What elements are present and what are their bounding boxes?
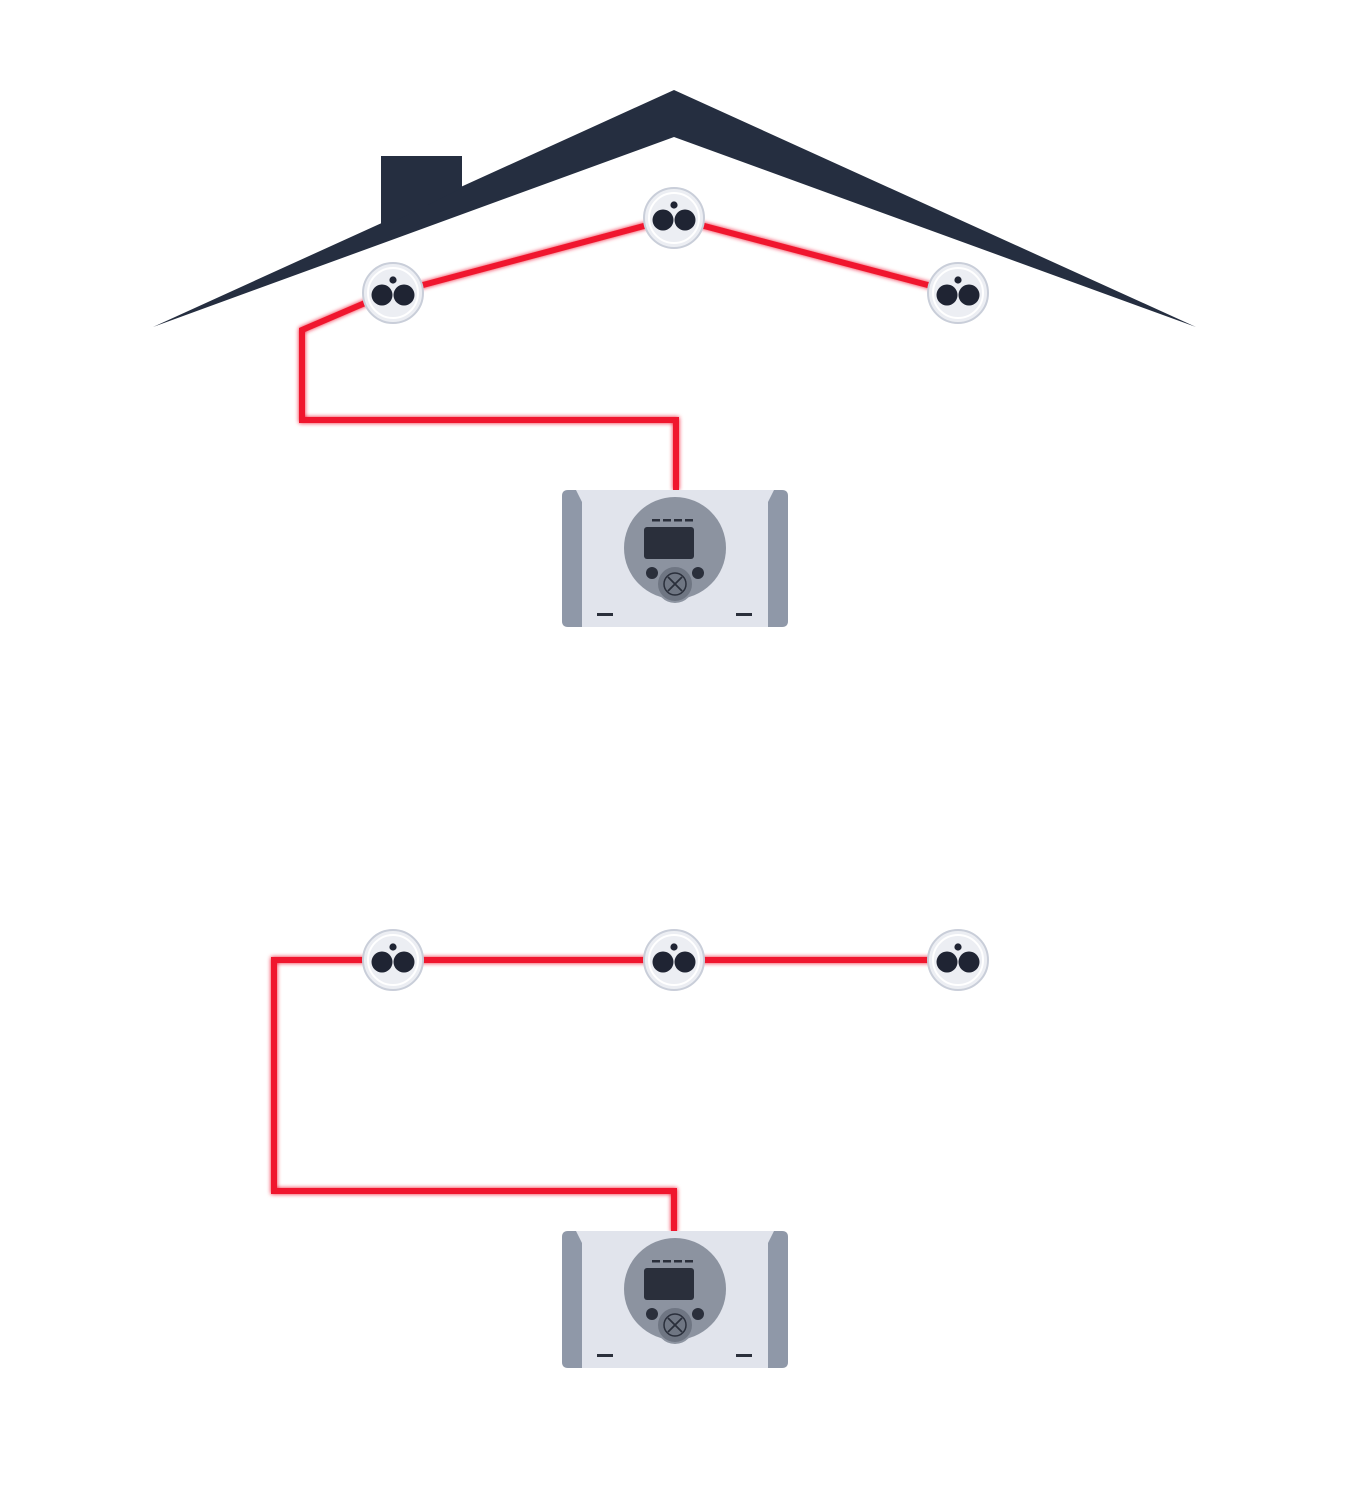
smoke-detector-icon[interactable] xyxy=(927,929,989,991)
detector-sensor-left xyxy=(936,951,958,973)
panel-indicator xyxy=(674,519,682,522)
detector-inner-ring xyxy=(367,267,419,319)
detector-housing xyxy=(643,187,705,249)
panel-indicator xyxy=(652,519,660,522)
detector-inner-ring xyxy=(932,934,984,986)
detector-led xyxy=(670,201,678,209)
panel-side-right xyxy=(768,490,788,627)
wire-to-panel xyxy=(299,297,679,490)
panel-mark-right xyxy=(736,1354,752,1357)
detector-sensor-left xyxy=(652,209,674,231)
wire-to-panel xyxy=(271,957,677,1232)
detector-sensor-left xyxy=(371,951,393,973)
detector-led xyxy=(670,943,678,951)
detector-housing xyxy=(927,929,989,991)
panel-nav-ring xyxy=(663,572,687,596)
detector-sensor-right xyxy=(393,284,415,306)
house-roof-icon xyxy=(153,90,1196,327)
detector-led xyxy=(389,943,397,951)
smoke-detector-icon[interactable] xyxy=(643,187,705,249)
detector-led xyxy=(954,276,962,284)
panel-button-left xyxy=(646,567,658,579)
smoke-detector-icon[interactable] xyxy=(362,262,424,324)
panel-side-right xyxy=(768,1231,788,1368)
smoke-detector-icon[interactable] xyxy=(643,929,705,991)
panel-indicator xyxy=(674,1260,682,1263)
panel-screen xyxy=(644,1268,694,1300)
panel-mark-left xyxy=(597,613,613,616)
detector-sensor-right xyxy=(674,209,696,231)
detector-housing xyxy=(927,262,989,324)
detector-inner-ring xyxy=(648,934,700,986)
detector-housing xyxy=(362,929,424,991)
panel-indicator xyxy=(685,519,693,522)
panel-screen xyxy=(644,527,694,559)
detector-housing xyxy=(362,262,424,324)
detector-inner-ring xyxy=(367,934,419,986)
detector-sensor-right xyxy=(958,951,980,973)
detector-inner-ring xyxy=(648,192,700,244)
detector-led xyxy=(389,276,397,284)
panel-button-left xyxy=(646,1308,658,1320)
chimney xyxy=(381,156,462,228)
panel-indicator xyxy=(663,519,671,522)
detector-sensor-left xyxy=(936,284,958,306)
control-panel-icon[interactable] xyxy=(562,1231,788,1368)
panel-indicator xyxy=(652,1260,660,1263)
detector-sensor-right xyxy=(393,951,415,973)
panel-side-left xyxy=(562,490,582,627)
straight-layout-diagram xyxy=(271,929,989,1368)
smoke-detector-icon[interactable] xyxy=(362,929,424,991)
wire-roof-layout xyxy=(299,214,959,490)
detector-sensor-right xyxy=(674,951,696,973)
panel-side-left xyxy=(562,1231,582,1368)
panel-nav-cross xyxy=(667,1317,683,1333)
detector-inner-ring xyxy=(932,267,984,319)
detector-housing xyxy=(643,929,705,991)
roof-layout-diagram xyxy=(153,90,1196,627)
panel-button-right xyxy=(692,1308,704,1320)
control-panel-icon[interactable] xyxy=(562,490,788,627)
detector-sensor-left xyxy=(371,284,393,306)
detector-sensor-left xyxy=(652,951,674,973)
wire-straight-layout xyxy=(271,957,958,1232)
detector-sensor-right xyxy=(958,284,980,306)
detector-led xyxy=(954,943,962,951)
panel-indicator xyxy=(685,1260,693,1263)
panel-mark-right xyxy=(736,613,752,616)
panel-indicator xyxy=(663,1260,671,1263)
panel-nav-cross xyxy=(667,576,683,592)
panel-nav-ring xyxy=(663,1313,687,1337)
panel-button-right xyxy=(692,567,704,579)
smoke-detector-icon[interactable] xyxy=(927,262,989,324)
panel-mark-left xyxy=(597,1354,613,1357)
